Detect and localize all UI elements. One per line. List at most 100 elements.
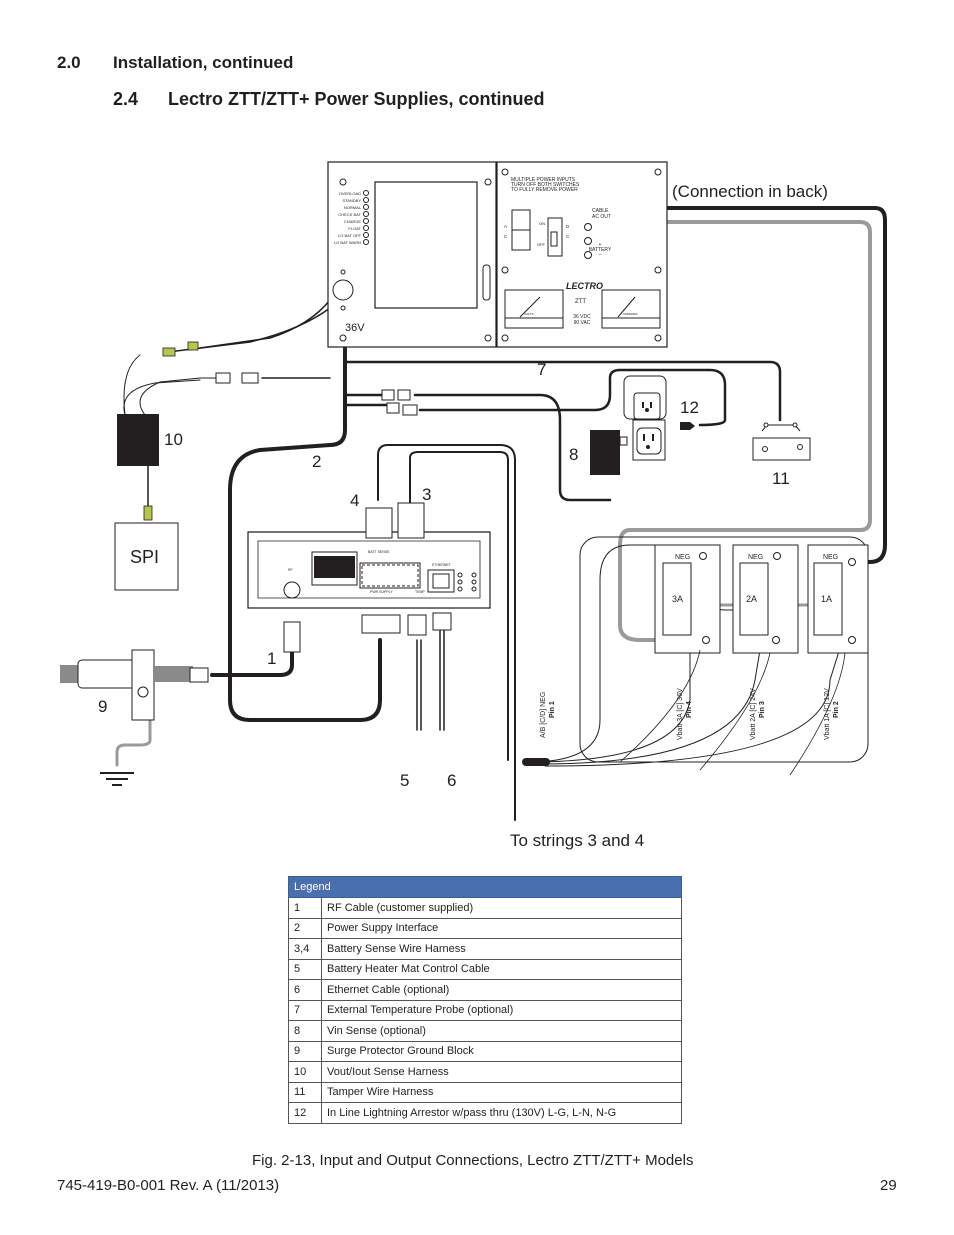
switch-on-label: ON xyxy=(539,221,545,226)
battery-2a-label: 2A xyxy=(746,594,757,604)
cable-7-connector-a xyxy=(381,389,395,401)
harness-ground-b xyxy=(199,299,331,349)
legend-number: 6 xyxy=(288,979,322,1001)
pwr-supply-label: PWR SUPPLY xyxy=(370,590,393,594)
batt-neg-curve xyxy=(534,544,701,763)
subsection-heading: 2.4 Lectro ZTT/ZTT+ Power Supplies, conti… xyxy=(113,89,545,110)
battery-label: BATTERY xyxy=(589,247,612,253)
callout-11: 11 xyxy=(772,469,790,488)
arrestor-plug xyxy=(680,422,695,430)
harness-connector-12b xyxy=(241,372,259,384)
callout-7: 7 xyxy=(537,360,546,379)
indicator-label: OVERLOAD xyxy=(339,191,361,196)
ground-wire xyxy=(115,703,152,767)
lightning-arrestor-face xyxy=(633,392,661,420)
warning-label: TO FULLY REMOVE POWER xyxy=(511,187,578,193)
harness-connector-green-1 xyxy=(162,347,176,357)
ratings-label: 36 VDC xyxy=(573,314,591,320)
battery-3a-pin: Pin 4 xyxy=(686,701,693,718)
section-number: 2.0 xyxy=(57,53,81,72)
neg-wire-pin: Pin 1 xyxy=(549,701,556,718)
connection-note: (Connection in back) xyxy=(672,182,828,201)
battery-label: + xyxy=(599,242,602,248)
black-cable-1 xyxy=(664,206,887,564)
cable-8-connector-b xyxy=(402,404,418,416)
legend-number: 11 xyxy=(288,1081,322,1103)
indicator-label: LO BAT OFF xyxy=(338,233,362,238)
monitoring-module xyxy=(247,531,491,609)
cable-8-connector-a xyxy=(386,402,400,414)
cable-1 xyxy=(210,648,294,677)
vin-sense-block xyxy=(590,430,620,475)
tamper-switch xyxy=(752,437,811,461)
batt-sense-label-1: BATT SENSE xyxy=(368,550,390,554)
rf-connector xyxy=(283,621,301,653)
legend-number: 7 xyxy=(288,999,322,1021)
battery-1a-label: 1A xyxy=(821,594,832,604)
legend-number: 5 xyxy=(288,958,322,980)
legend-description: Tamper Wire Harness xyxy=(321,1081,682,1103)
legend-description: RF Cable (customer supplied) xyxy=(321,897,682,919)
indicator-lamps xyxy=(363,190,369,245)
figure-caption: Fig. 2-13, Input and Output Connections,… xyxy=(252,1152,694,1169)
legend-description: Power Suppy Interface xyxy=(321,917,682,939)
indicator-label: CHECK BAT xyxy=(338,212,361,217)
cable-7 xyxy=(343,393,612,502)
warning-label: MULTIPLE POWER INPUTS xyxy=(511,177,576,183)
harness-4-plug xyxy=(365,507,393,539)
callout-5: 5 xyxy=(400,771,409,790)
battery-2a-pin: Pin 3 xyxy=(759,701,766,718)
temp-connector xyxy=(407,614,427,636)
page-number: 29 xyxy=(880,1177,897,1194)
spi-label: SPI xyxy=(130,547,159,567)
cable-2 xyxy=(228,344,382,722)
callout-4: 4 xyxy=(350,491,359,510)
vout-sense-block xyxy=(117,414,159,466)
indicator-label: STANDBY xyxy=(342,198,361,203)
legend-number: 9 xyxy=(288,1040,322,1062)
ethernet-connector xyxy=(432,612,452,631)
spi-box xyxy=(114,522,179,591)
legend-title: Legend xyxy=(288,876,682,898)
model-label: ZTT xyxy=(575,299,586,305)
callout-2: 2 xyxy=(312,452,321,471)
batt-wire-3a xyxy=(527,639,701,763)
cable-7-connector-b xyxy=(397,389,411,401)
dc-label: C xyxy=(566,234,570,239)
document-id: 745-419-B0-001 Rev. A (11/2013) xyxy=(57,1177,280,1194)
callout-10: 10 xyxy=(164,430,183,449)
callout-12: 12 xyxy=(680,398,699,417)
supply-voltage-label: 36V xyxy=(345,322,365,334)
legend-description: Battery Heater Mat Control Cable xyxy=(321,958,682,980)
legend-number: 10 xyxy=(288,1061,322,1083)
switch-off-label: OFF xyxy=(537,242,546,247)
indicator-label: CHARGE xyxy=(344,219,361,224)
battery-1a-neg: NEG xyxy=(823,554,838,561)
legend-number: 12 xyxy=(288,1102,322,1124)
temp-label: TEMP xyxy=(415,590,425,594)
subsection-title: Lectro ZTT/ZTT+ Power Supplies, continue… xyxy=(168,89,545,109)
legend-description: Ethernet Cable (optional) xyxy=(321,979,682,1001)
legend-number: 2 xyxy=(288,917,322,939)
callout-8: 8 xyxy=(569,445,578,464)
callout-3: 3 xyxy=(422,485,431,504)
ethernet-label: ETHERNET xyxy=(432,563,452,567)
indicator-label: LO BAT WARN xyxy=(334,240,361,245)
battery-strings xyxy=(522,536,869,776)
cable-ac-out-label: AC OUT xyxy=(592,214,611,220)
subsection-number: 2.4 xyxy=(113,89,139,109)
battery-3a-label: 3A xyxy=(672,594,683,604)
output-cable xyxy=(343,350,782,422)
